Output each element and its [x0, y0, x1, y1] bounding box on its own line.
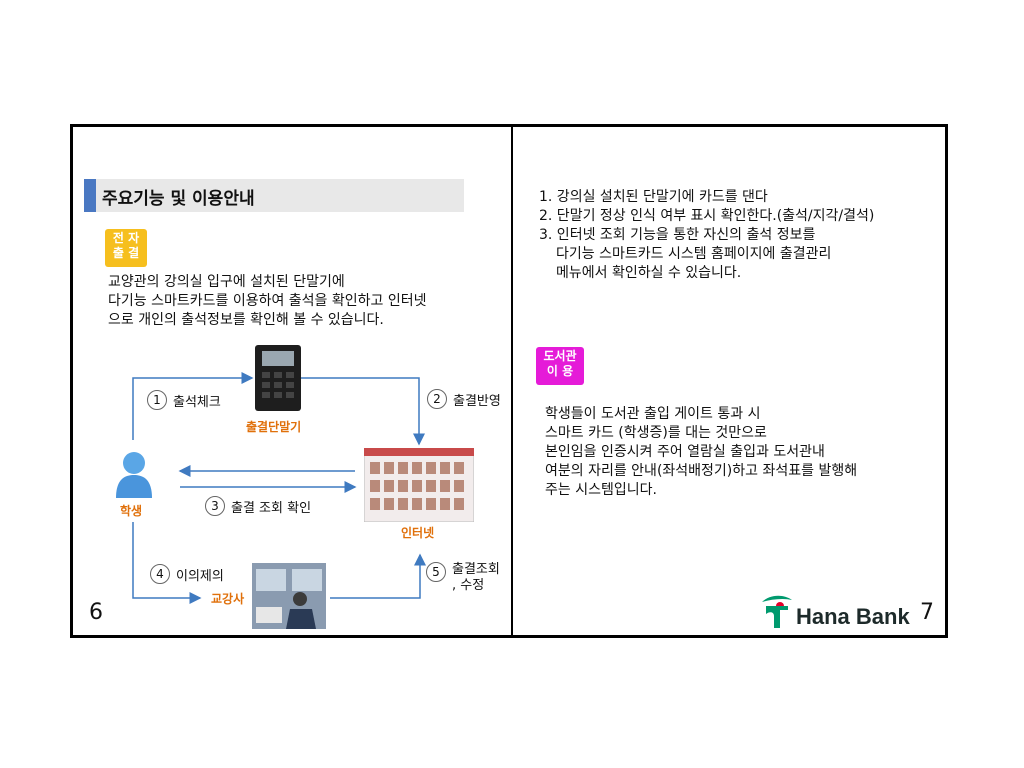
- internet-page-thumbnail: [364, 448, 474, 522]
- library-description: 학생들이 도서관 출입 게이트 통과 시 스마트 카드 (학생증)를 대는 것만…: [545, 405, 857, 500]
- step-5-label: 출결조회 , 수정: [452, 562, 500, 593]
- library-line-3: 본인임을 인증시켜 주어 열람실 출입과 도서관내: [545, 444, 825, 460]
- left-description: 교양관의 강의실 입구에 설치된 단말기에 다기능 스마트카드를 이용하여 출석…: [108, 273, 427, 330]
- step-4-number: 4: [150, 564, 170, 584]
- library-badge-line-1: 도서관: [543, 349, 577, 363]
- e-attendance-badge: 전 자 출 결: [105, 229, 147, 267]
- logo-text: Hana Bank: [796, 604, 910, 629]
- library-line-2: 스마트 카드 (학생증)를 대는 것만으로: [545, 425, 767, 441]
- step-1-number: 1: [147, 390, 167, 410]
- slide-frame: [70, 124, 948, 638]
- page-divider: [511, 124, 513, 638]
- title-accent: [84, 179, 96, 212]
- step-2-label: 출결반영: [453, 393, 501, 409]
- desc-line-1: 교양관의 강의실 입구에 설치된 단말기에: [108, 274, 345, 290]
- usage-step-3-cont-2: 메뉴에서 확인하실 수 있습니다.: [556, 265, 742, 281]
- step-3-label: 출결 조회 확인: [231, 500, 312, 516]
- library-line-1: 학생들이 도서관 출입 게이트 통과 시: [545, 406, 761, 422]
- library-line-5: 주는 시스템입니다.: [545, 482, 657, 498]
- instructor-photo: [252, 563, 326, 629]
- library-badge: 도서관 이 용: [536, 347, 584, 385]
- usage-steps: 1. 강의실 설치된 단말기에 카드를 댄다 2. 단말기 정상 인식 여부 표…: [539, 188, 874, 283]
- step-3-number: 3: [205, 496, 225, 516]
- left-page-number: 6: [89, 600, 103, 625]
- page-title: 주요기능 및 이용안내: [102, 189, 255, 209]
- usage-step-3: 3. 인터넷 조회 기능을 통한 자신의 출석 정보를: [539, 227, 816, 243]
- instructor-label: 교강사: [211, 592, 245, 606]
- library-badge-line-2: 이 용: [546, 364, 574, 378]
- usage-step-2: 2. 단말기 정상 인식 여부 표시 확인한다.(출석/지각/결석): [539, 208, 875, 224]
- step-5-number: 5: [426, 562, 446, 582]
- library-line-4: 여분의 자리를 안내(좌석배정기)하고 좌석표를 발행해: [545, 463, 858, 479]
- badge-line-2: 출 결: [112, 246, 140, 260]
- student-label: 학생: [120, 504, 143, 518]
- usage-step-3-cont-1: 다기능 스마트카드 시스템 홈페이지에 출결관리: [556, 246, 832, 262]
- step-4-label: 이의제의: [176, 568, 224, 584]
- step-1-label: 출석체크: [173, 394, 221, 410]
- title-bar: [84, 179, 464, 212]
- hana-bank-logo: Hana Bank: [760, 590, 910, 630]
- badge-line-1: 전 자: [112, 231, 140, 245]
- desc-line-2: 다기능 스마트카드를 이용하여 출석을 확인하고 인터넷: [108, 293, 427, 309]
- step-3: 3 출결 조회 확인: [205, 496, 311, 516]
- student-icon: [116, 452, 152, 498]
- hana-bank-emblem-icon: [762, 595, 792, 628]
- step-5: 5 출결조회 , 수정: [426, 562, 500, 594]
- step-4: 4 이의제의: [150, 564, 224, 584]
- step-2-number: 2: [427, 389, 447, 409]
- terminal-label: 출결단말기: [246, 420, 302, 434]
- internet-label: 인터넷: [401, 526, 435, 540]
- usage-step-1: 1. 강의실 설치된 단말기에 카드를 댄다: [539, 189, 768, 205]
- right-page-number: 7: [920, 600, 934, 625]
- desc-line-3: 으로 개인의 출석정보를 확인해 볼 수 있습니다.: [108, 312, 384, 328]
- step-1: 1 출석체크: [147, 390, 221, 410]
- step-2: 2 출결반영: [427, 389, 501, 409]
- terminal-device-icon: [255, 345, 301, 411]
